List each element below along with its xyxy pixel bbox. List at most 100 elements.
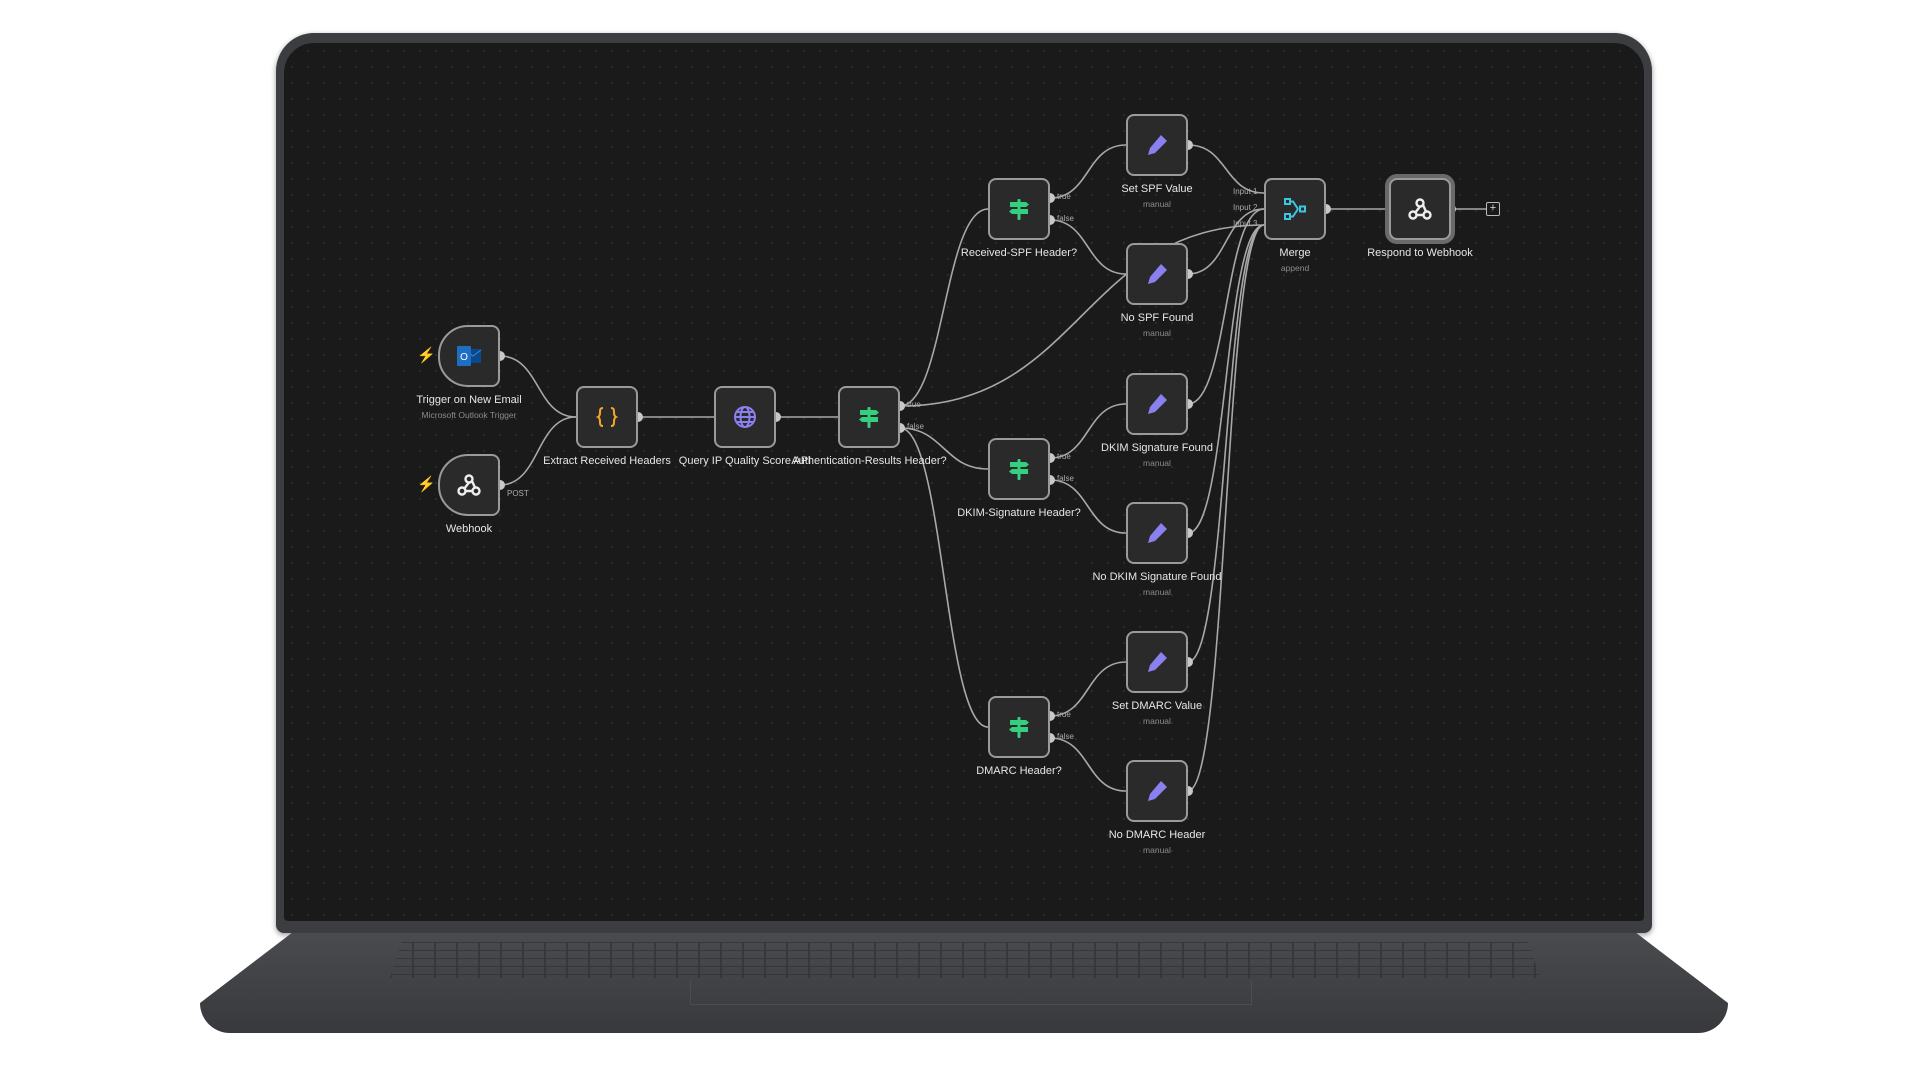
connection-dkimif-dkimfound[interactable] (1049, 403, 1127, 459)
connection-nospf-merge[interactable] (1187, 208, 1265, 275)
node-label: DMARC Header? (939, 765, 1099, 778)
node-title: Query IP Quality Score API (678, 455, 812, 467)
node-label: Received-SPF Header? (939, 247, 1099, 260)
pencil-icon (1145, 262, 1169, 286)
connection-dkimfound-merge[interactable] (1187, 208, 1265, 405)
signpost-icon (1006, 456, 1032, 482)
connection-auth-dmarcif[interactable] (899, 427, 989, 728)
code-braces-icon (594, 404, 620, 430)
node-subtitle: manual (1143, 328, 1171, 338)
trigger-bolt-icon: ⚡ (417, 476, 436, 493)
node-merge[interactable] (1264, 178, 1326, 240)
node-label: Set SPF Value manual (1077, 183, 1237, 211)
add-node-button[interactable]: + (1486, 202, 1500, 216)
laptop-trackpad (690, 980, 1252, 1005)
trigger-bolt-icon: ⚡ (417, 347, 436, 364)
connection-spfif-nospf[interactable] (1049, 219, 1127, 275)
node-subtitle: manual (1143, 458, 1171, 468)
node-title: DKIM-Signature Header? (957, 507, 1081, 519)
node-trigger[interactable]: O (438, 325, 500, 387)
node-nospf[interactable] (1126, 243, 1188, 305)
workflow-canvas[interactable] (284, 43, 1644, 921)
port-label: POST (507, 489, 529, 498)
node-title: No DKIM Signature Found (1092, 571, 1222, 583)
node-title: DKIM Signature Found (1101, 442, 1213, 454)
branch-label-true: true (907, 400, 921, 409)
branch-label-true: true (1057, 710, 1071, 719)
pencil-icon (1145, 133, 1169, 157)
node-title: Merge (1279, 247, 1311, 259)
connection-dkimif-nodkim[interactable] (1049, 479, 1127, 534)
node-auth[interactable] (838, 386, 900, 448)
signpost-icon (856, 404, 882, 430)
connection-dmarcif-nodmarc[interactable] (1049, 737, 1127, 792)
node-label: DKIM Signature Found manual (1077, 442, 1237, 470)
node-dmarcif[interactable] (988, 696, 1050, 758)
node-title: Respond to Webhook (1367, 247, 1473, 259)
node-title: Authentication-Results Header? (791, 455, 947, 467)
node-title: Trigger on New Email (416, 394, 522, 406)
webhook-icon (456, 472, 482, 498)
node-dkimif[interactable] (988, 438, 1050, 500)
svg-text:O: O (460, 352, 468, 363)
connection-auth-spfif[interactable] (899, 208, 989, 407)
node-title: No DMARC Header (1108, 829, 1206, 841)
node-title: Extract Received Headers (543, 455, 671, 467)
connection-nodkim-merge[interactable] (1187, 224, 1265, 534)
node-setspf[interactable] (1126, 114, 1188, 176)
node-label: Merge append (1215, 247, 1375, 275)
node-label: Set DMARC Value manual (1077, 700, 1237, 728)
connection-webhook-extract[interactable] (499, 416, 577, 486)
node-subtitle: manual (1143, 716, 1171, 726)
node-spfif[interactable] (988, 178, 1050, 240)
pencil-icon (1145, 521, 1169, 545)
globe-icon (732, 404, 758, 430)
laptop-keyboard (390, 942, 1540, 978)
node-title: Received-SPF Header? (960, 247, 1078, 259)
node-label: DKIM-Signature Header? (939, 507, 1099, 520)
signpost-icon (1006, 714, 1032, 740)
node-label: Query IP Quality Score API (665, 455, 825, 468)
connection-setdmarc-merge[interactable] (1187, 224, 1265, 663)
node-webhook[interactable] (438, 454, 500, 516)
node-subtitle: manual (1143, 845, 1171, 855)
merge-input-label: Input 3 (1233, 219, 1258, 228)
connection-auth-dkimif[interactable] (899, 427, 989, 470)
connection-dmarcif-setdmarc[interactable] (1049, 661, 1127, 717)
node-nodkim[interactable] (1126, 502, 1188, 564)
branch-label-false: false (1057, 474, 1074, 483)
merge-input-label: Input 2 (1233, 203, 1258, 212)
merge-input-label: Input 1 (1233, 187, 1258, 196)
connection-setspf-merge[interactable] (1187, 144, 1265, 194)
node-label: Respond to Webhook (1340, 247, 1500, 260)
branch-label-false: false (1057, 732, 1074, 741)
node-title: DMARC Header? (976, 765, 1062, 777)
node-label: No DMARC Header manual (1077, 829, 1237, 857)
node-extract[interactable] (576, 386, 638, 448)
branch-label-false: false (907, 422, 924, 431)
node-subtitle: append (1280, 263, 1310, 273)
node-subtitle: manual (1143, 199, 1171, 209)
outlook-icon: O (455, 344, 483, 368)
node-respond[interactable] (1389, 178, 1451, 240)
node-query[interactable] (714, 386, 776, 448)
webhook-icon (1407, 196, 1433, 222)
node-title: No SPF Found (1120, 312, 1194, 324)
node-title: Set SPF Value (1121, 183, 1193, 195)
connection-auth-merge[interactable] (899, 224, 1265, 407)
node-label: Webhook (389, 523, 549, 536)
connection-spfif-setspf[interactable] (1049, 144, 1127, 199)
pencil-icon (1145, 650, 1169, 674)
connection-nodmarc-merge[interactable] (1187, 224, 1265, 792)
node-subtitle: Microsoft Outlook Trigger (421, 410, 517, 420)
node-title: Set DMARC Value (1111, 700, 1203, 712)
node-nodmarc[interactable] (1126, 760, 1188, 822)
connection-trigger-extract[interactable] (499, 355, 577, 418)
node-label: Authentication-Results Header? (789, 455, 949, 468)
node-dkimfound[interactable] (1126, 373, 1188, 435)
branch-label-true: true (1057, 452, 1071, 461)
node-setdmarc[interactable] (1126, 631, 1188, 693)
